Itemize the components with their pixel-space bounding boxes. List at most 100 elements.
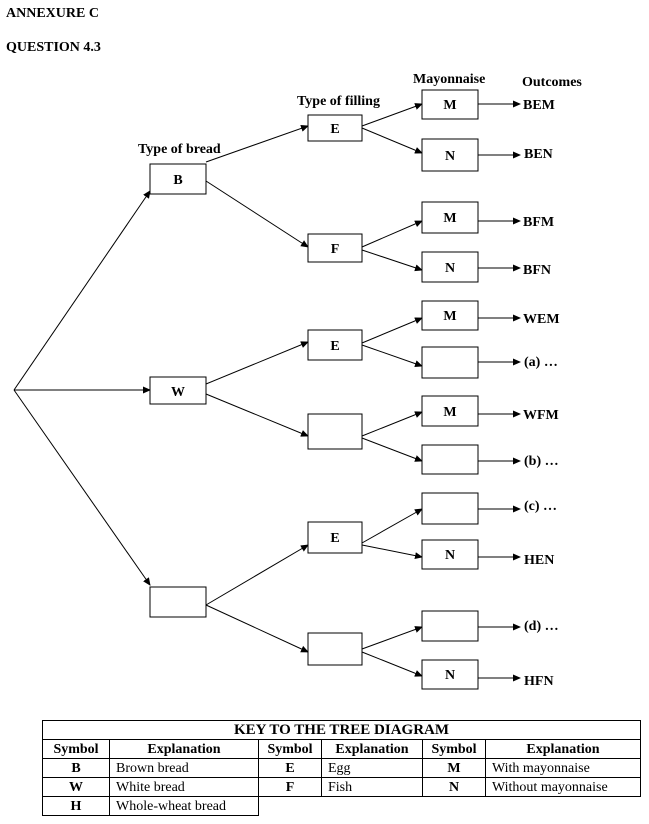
key-title: KEY TO THE TREE DIAGRAM [42, 720, 641, 740]
mayo-node-bfn: N [421, 251, 479, 283]
question-heading: QUESTION 4.3 [6, 40, 101, 55]
mayo-node-bfm: M [421, 201, 479, 234]
outcome-c: (c) … [524, 499, 557, 514]
key-header-symbol-3: Symbol [422, 739, 486, 759]
filling-node-we-label: E [330, 339, 339, 354]
bread-node-blank [149, 586, 207, 618]
key-symbol: B [42, 758, 110, 778]
filling-node-he: E [307, 521, 363, 554]
branch-he-to-n [361, 544, 423, 560]
outcome-bem: BEM [523, 98, 555, 113]
key-symbol: E [258, 758, 322, 778]
key-symbol: N [422, 777, 486, 797]
branch-w-to-blank [205, 393, 309, 437]
bread-node-b: B [149, 163, 207, 195]
mayonnaise-column-header: Mayonnaise [413, 72, 485, 87]
branch-we-to-blank [361, 344, 423, 367]
branch-f-to-m [361, 220, 423, 248]
filling-column-header: Type of filling [297, 94, 380, 109]
branch-hf-to-n [361, 651, 423, 677]
branch-e-to-m [361, 103, 423, 127]
key-explanation: Whole-wheat bread [109, 796, 259, 816]
key-header-row: Symbol Explanation Symbol Explanation Sy… [42, 739, 641, 759]
tree-diagram: Type of bread Type of filling Mayonnaise… [13, 72, 582, 690]
bread-node-w: W [149, 376, 207, 405]
outcome-bfm: BFM [523, 215, 554, 230]
mayo-node-c-blank [421, 492, 479, 525]
branch-wf-to-blank [361, 437, 423, 462]
filling-node-w-blank [307, 413, 363, 450]
outcome-d: (d) … [524, 619, 559, 634]
branch-root-to-h [13, 389, 151, 586]
outcomes-column-header: Outcomes [522, 75, 582, 90]
branch-wf-to-m [361, 411, 423, 437]
mayo-node-b-blank [421, 444, 479, 475]
key-row: H Whole-wheat bread [42, 796, 641, 816]
key-header-explanation-3: Explanation [485, 739, 641, 759]
branch-e-to-n [361, 127, 423, 154]
outcome-bfn: BFN [523, 263, 551, 278]
filling-node-h-blank [307, 632, 363, 666]
mayo-node-hfn-label: N [445, 668, 455, 683]
mayo-node-bem-label: M [443, 98, 456, 113]
key-explanation: With mayonnaise [485, 758, 641, 778]
mayo-node-wem-label: M [443, 309, 456, 324]
mayo-node-ben-label: N [445, 149, 455, 164]
mayo-node-a-blank [421, 346, 479, 379]
key-explanation: Fish [321, 777, 423, 797]
outcome-wfm: WFM [523, 408, 559, 423]
mayo-node-bfn-label: N [445, 261, 455, 276]
branch-b-to-f [205, 180, 309, 248]
branch-w-to-e [205, 341, 309, 385]
filling-node-be-label: E [330, 122, 339, 137]
branch-b-to-e [205, 125, 309, 163]
key-empty-cell [259, 797, 641, 816]
key-row: W White bread F Fish N Without mayonnais… [42, 777, 641, 797]
branch-hf-to-blank [361, 626, 423, 650]
key-explanation: Egg [321, 758, 423, 778]
mayo-node-hfn: N [421, 659, 479, 690]
mayo-node-ben: N [421, 138, 479, 172]
annexure-heading: ANNEXURE C [6, 6, 99, 21]
branch-h-to-blank [205, 604, 309, 653]
key-header-symbol-2: Symbol [258, 739, 322, 759]
mayo-node-hen-label: N [445, 548, 455, 563]
filling-node-he-label: E [330, 531, 339, 546]
outcome-b: (b) … [524, 454, 559, 469]
outcome-hen: HEN [524, 553, 554, 568]
outcome-a: (a) … [524, 355, 558, 370]
filling-node-bf: F [307, 233, 363, 263]
key-explanation: Without mayonnaise [485, 777, 641, 797]
key-row: B Brown bread E Egg M With mayonnaise [42, 758, 641, 778]
outcome-hfn: HFN [524, 674, 554, 689]
mayo-node-d-blank [421, 610, 479, 642]
key-table: KEY TO THE TREE DIAGRAM Symbol Explanati… [42, 720, 641, 816]
outcome-ben: BEN [524, 147, 553, 162]
outcome-wem: WEM [523, 312, 560, 327]
key-header-explanation-1: Explanation [109, 739, 259, 759]
filling-node-be: E [307, 114, 363, 142]
bread-column-header: Type of bread [138, 142, 221, 157]
bread-node-w-label: W [171, 385, 185, 400]
key-header-symbol-1: Symbol [42, 739, 110, 759]
key-symbol: W [42, 777, 110, 797]
branch-he-to-blank [361, 508, 423, 544]
key-explanation: White bread [109, 777, 259, 797]
mayo-node-bem: M [421, 89, 479, 120]
key-explanation: Brown bread [109, 758, 259, 778]
branch-h-to-e [205, 544, 309, 606]
filling-node-bf-label: F [331, 242, 340, 257]
filling-node-we: E [307, 329, 363, 361]
mayo-node-hen: N [421, 539, 479, 570]
key-header-explanation-2: Explanation [321, 739, 423, 759]
branch-root-to-b [13, 190, 151, 391]
branch-we-to-m [361, 317, 423, 344]
mayo-node-bfm-label: M [443, 211, 456, 226]
branch-f-to-n [361, 249, 423, 272]
mayo-node-wem: M [421, 300, 479, 331]
bread-node-b-label: B [173, 173, 182, 188]
mayo-node-wfm-label: M [443, 405, 456, 420]
mayo-node-wfm: M [421, 395, 479, 427]
key-symbol: M [422, 758, 486, 778]
key-symbol: H [42, 796, 110, 816]
